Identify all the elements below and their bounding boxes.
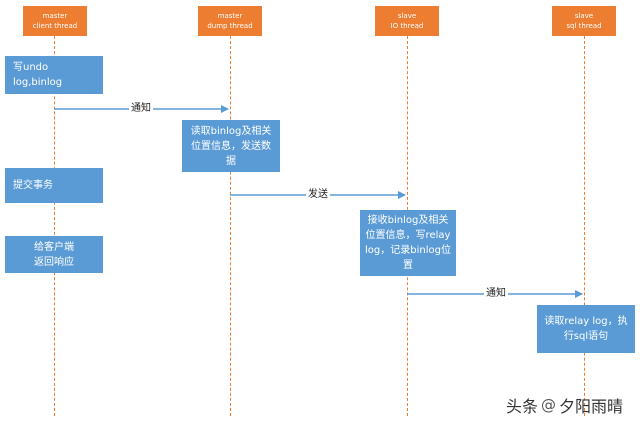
lifeline-master-client	[54, 36, 55, 416]
watermark: 头条 @ 夕阳雨晴	[506, 393, 623, 417]
lane-header-line1: slave	[397, 12, 417, 20]
lane-header-line2: client thread	[32, 22, 78, 30]
lane-header-master-client: master client thread	[23, 6, 87, 36]
step-receive-binlog-write-relay: 接收binlog及相关 位置信息，写relay log，记录binlog位 置	[360, 210, 456, 276]
message-label-notify-2: 通知	[484, 288, 508, 300]
step-commit-transaction: 提交事务	[5, 168, 103, 203]
watermark-prefix: 头条	[506, 397, 539, 416]
lifeline-slave-sql	[584, 36, 585, 416]
step-return-response: 给客户端 返回响应	[5, 236, 103, 273]
watermark-name: 夕阳雨晴	[559, 397, 624, 416]
lane-header-line2: IO thread	[390, 22, 424, 30]
message-label-notify-1: 通知	[129, 103, 153, 115]
lane-header-line1: master	[217, 12, 243, 20]
step-write-undo-binlog: 写undo log,binlog	[5, 56, 103, 94]
watermark-at: @	[541, 396, 557, 414]
lane-header-line1: slave	[574, 12, 594, 20]
message-label-send: 发送	[306, 189, 330, 201]
lane-header-line2: sql thread	[566, 22, 602, 30]
lane-header-line1: master	[42, 12, 68, 20]
lane-header-slave-sql: slave sql thread	[552, 6, 616, 36]
lane-header-line2: dump thread	[207, 22, 253, 30]
step-read-binlog-send: 读取binlog及相关 位置信息，发送数 据	[182, 120, 280, 172]
lane-header-master-dump: master dump thread	[198, 6, 262, 36]
lifeline-master-dump	[230, 36, 231, 416]
step-read-relay-exec-sql: 读取relay log，执 行sql语句	[537, 305, 635, 353]
lane-header-slave-io: slave IO thread	[375, 6, 439, 36]
